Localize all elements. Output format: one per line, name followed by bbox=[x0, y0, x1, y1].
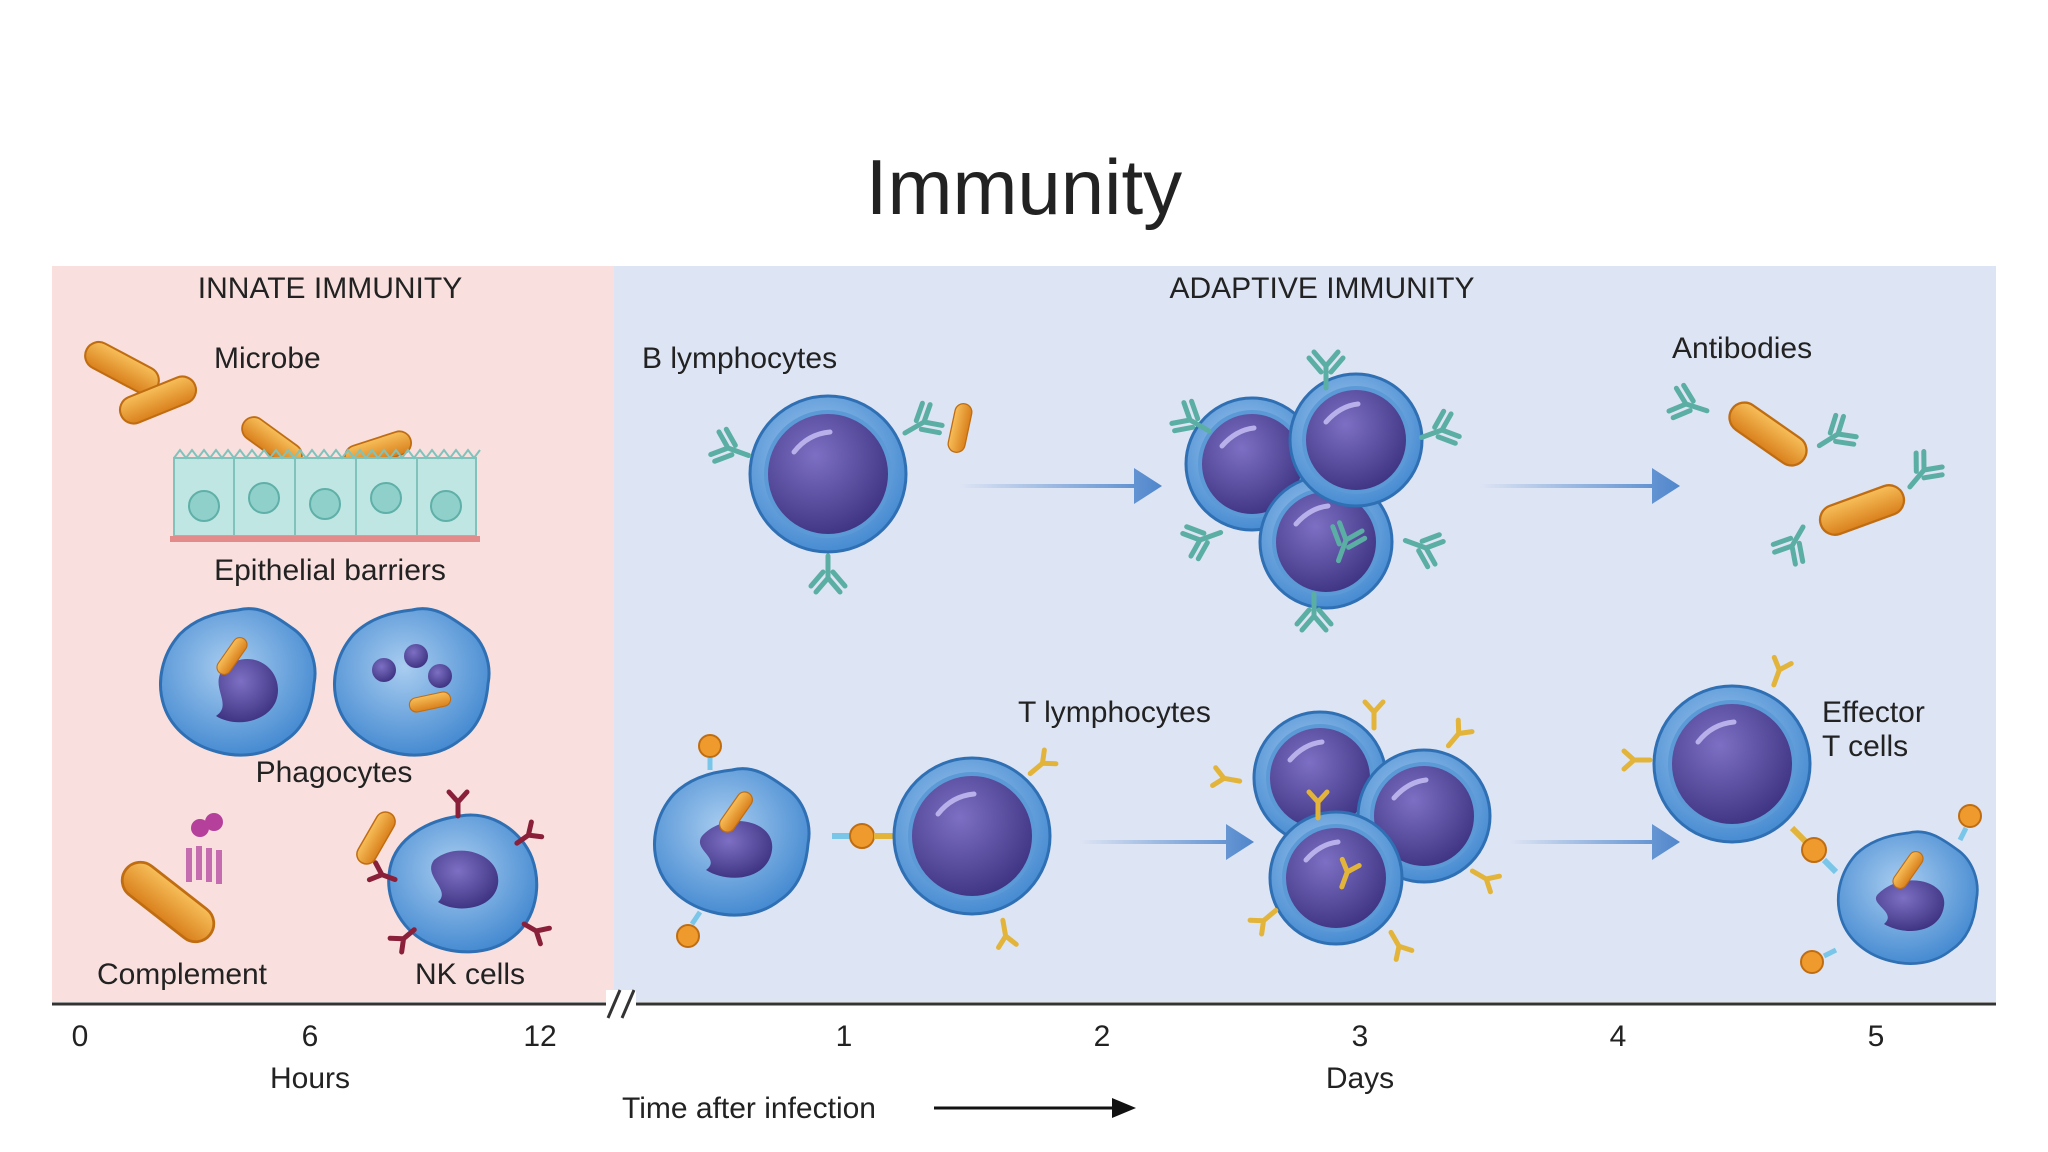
complement-label: Complement bbox=[97, 958, 268, 991]
hour-tick-0: 0 bbox=[72, 1020, 89, 1053]
innate-heading: INNATE IMMUNITY bbox=[198, 272, 462, 305]
axis-break bbox=[606, 989, 636, 1019]
b-lymphocytes-label: B lymphocytes bbox=[642, 342, 837, 375]
nk-cells-label: NK cells bbox=[415, 958, 525, 991]
time-arrow bbox=[934, 1098, 1136, 1118]
apc-cell bbox=[653, 734, 811, 948]
hour-tick-6: 6 bbox=[302, 1020, 319, 1053]
effector-label-2: T cells bbox=[1822, 730, 1908, 763]
days-label: Days bbox=[1326, 1062, 1394, 1095]
day-tick-4: 4 bbox=[1610, 1020, 1627, 1053]
phagocytes-label: Phagocytes bbox=[256, 756, 413, 789]
t-arrow-1 bbox=[1080, 824, 1254, 860]
antibodies-label: Antibodies bbox=[1672, 332, 1812, 365]
effector-t-cell bbox=[1624, 657, 1839, 875]
nk-cell bbox=[369, 792, 549, 952]
effector-label-1: Effector bbox=[1822, 696, 1925, 729]
time-after-infection-label: Time after infection bbox=[622, 1092, 876, 1125]
t-synapse bbox=[832, 823, 896, 849]
microbe-label: Microbe bbox=[214, 342, 321, 375]
target-cell bbox=[1800, 804, 1982, 974]
adaptive-heading: ADAPTIVE IMMUNITY bbox=[1169, 272, 1474, 305]
t-arrow-2 bbox=[1510, 824, 1680, 860]
b-arrow-2 bbox=[1480, 468, 1680, 504]
phagocyte-2 bbox=[333, 607, 491, 757]
day-tick-5: 5 bbox=[1868, 1020, 1885, 1053]
phagocyte-1 bbox=[159, 607, 317, 757]
page-title: Immunity bbox=[866, 143, 1182, 231]
epithelial-label: Epithelial barriers bbox=[214, 554, 446, 587]
t-lymphocytes-label: T lymphocytes bbox=[1018, 696, 1211, 729]
epithelial-barrier bbox=[170, 448, 481, 542]
day-tick-1: 1 bbox=[836, 1020, 853, 1053]
b-arrow-1 bbox=[960, 468, 1162, 504]
day-tick-2: 2 bbox=[1094, 1020, 1111, 1053]
complement-graphic bbox=[113, 813, 223, 951]
hour-tick-12: 12 bbox=[523, 1020, 556, 1053]
hours-label: Hours bbox=[270, 1062, 350, 1095]
day-tick-3: 3 bbox=[1352, 1020, 1369, 1053]
